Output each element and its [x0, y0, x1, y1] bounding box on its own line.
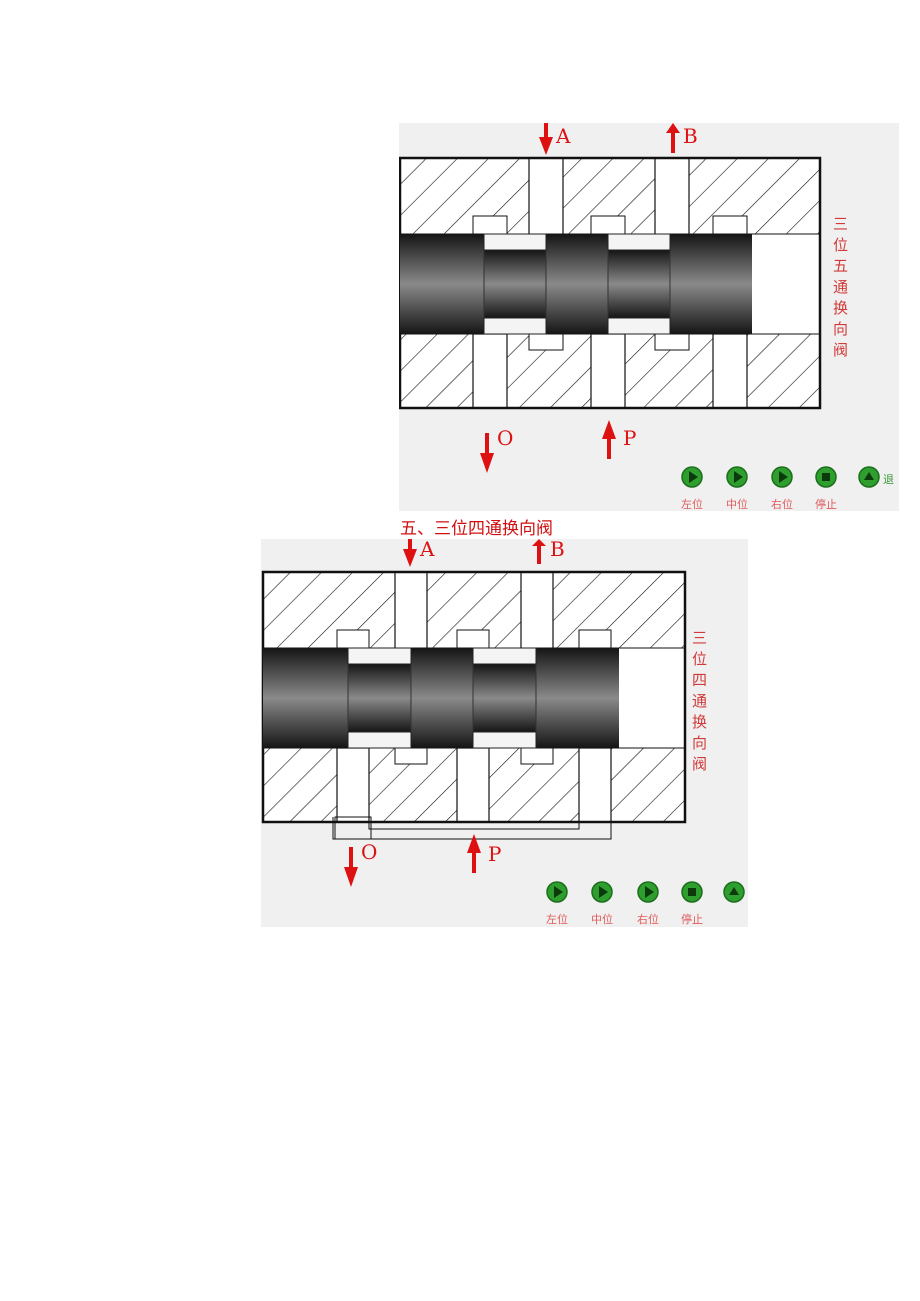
right-position-label: 右位: [637, 912, 659, 926]
valve-label-char: 向: [692, 734, 707, 752]
exit-button[interactable]: 退: [858, 466, 894, 488]
stop-button[interactable]: 停止: [681, 881, 703, 926]
valve-spool: [400, 233, 752, 335]
four-way-valve-diagram: A B O P 三 位 四 通 换 向 阀 左位: [261, 539, 745, 926]
valve-label-char: 位: [692, 650, 707, 668]
left-position-label: 左位: [546, 912, 568, 926]
return-channel: [332, 816, 612, 840]
middle-position-button[interactable]: 中位: [726, 466, 748, 511]
five-way-valve-diagram: A B O P 三 位 五 通 换 向 阀 左位: [399, 123, 894, 511]
port-o-arrow: [344, 847, 358, 887]
valve-spool: [263, 647, 619, 749]
port-b-arrow: [532, 539, 546, 564]
exit-button[interactable]: [723, 881, 745, 903]
right-position-label: 右位: [771, 497, 793, 511]
port-p-arrow: [467, 834, 481, 873]
port-a-arrow: [539, 123, 553, 155]
middle-position-label: 中位: [591, 912, 613, 926]
valve-label-char: 三: [692, 629, 707, 647]
port-a-label: A: [555, 124, 571, 148]
port-o-label: O: [497, 426, 513, 450]
left-position-label: 左位: [681, 497, 703, 511]
stop-label: 停止: [815, 497, 837, 511]
port-o-arrow: [480, 433, 494, 473]
valve-label-char: 五: [833, 257, 848, 275]
port-p-label: P: [623, 426, 636, 450]
valve-type-label: 三 位 四 通 换 向 阀: [692, 629, 707, 773]
port-b-arrow: [666, 123, 680, 153]
port-a-arrow: [403, 539, 417, 567]
port-p-label: P: [488, 842, 501, 866]
valve-label-char: 换: [692, 713, 707, 731]
port-b-label: B: [550, 539, 565, 561]
valve-label-char: 阀: [833, 341, 848, 359]
exit-label: 退: [883, 473, 894, 486]
port-a-label: A: [419, 539, 435, 561]
port-o-label: O: [361, 840, 377, 864]
port-b-label: B: [683, 124, 698, 148]
valve-label-char: 向: [833, 320, 848, 338]
valve-label-char: 三: [833, 215, 848, 233]
section-heading: 五、三位四通换向阀: [400, 519, 553, 539]
valve-label-char: 通: [692, 692, 707, 710]
five-way-valve-animation: A B O P 三 位 五 通 换 向 阀 左位: [399, 123, 899, 511]
left-position-button[interactable]: 左位: [546, 881, 568, 926]
stop-label: 停止: [681, 912, 703, 926]
valve-label-char: 位: [833, 236, 848, 254]
valve-label-char: 四: [692, 671, 707, 689]
valve-type-label: 三 位 五 通 换 向 阀: [833, 215, 848, 359]
right-position-button[interactable]: 右位: [637, 881, 659, 926]
stop-button[interactable]: 停止: [815, 466, 837, 511]
middle-position-button[interactable]: 中位: [591, 881, 613, 926]
right-position-button[interactable]: 右位: [771, 466, 793, 511]
left-position-button[interactable]: 左位: [681, 466, 703, 511]
valve-label-char: 阀: [692, 755, 707, 773]
valve-label-char: 通: [833, 278, 848, 296]
middle-position-label: 中位: [726, 497, 748, 511]
port-p-arrow: [602, 420, 616, 459]
four-way-valve-animation: A B O P 三 位 四 通 换 向 阀 左位: [261, 539, 748, 927]
valve-label-char: 换: [833, 299, 848, 317]
